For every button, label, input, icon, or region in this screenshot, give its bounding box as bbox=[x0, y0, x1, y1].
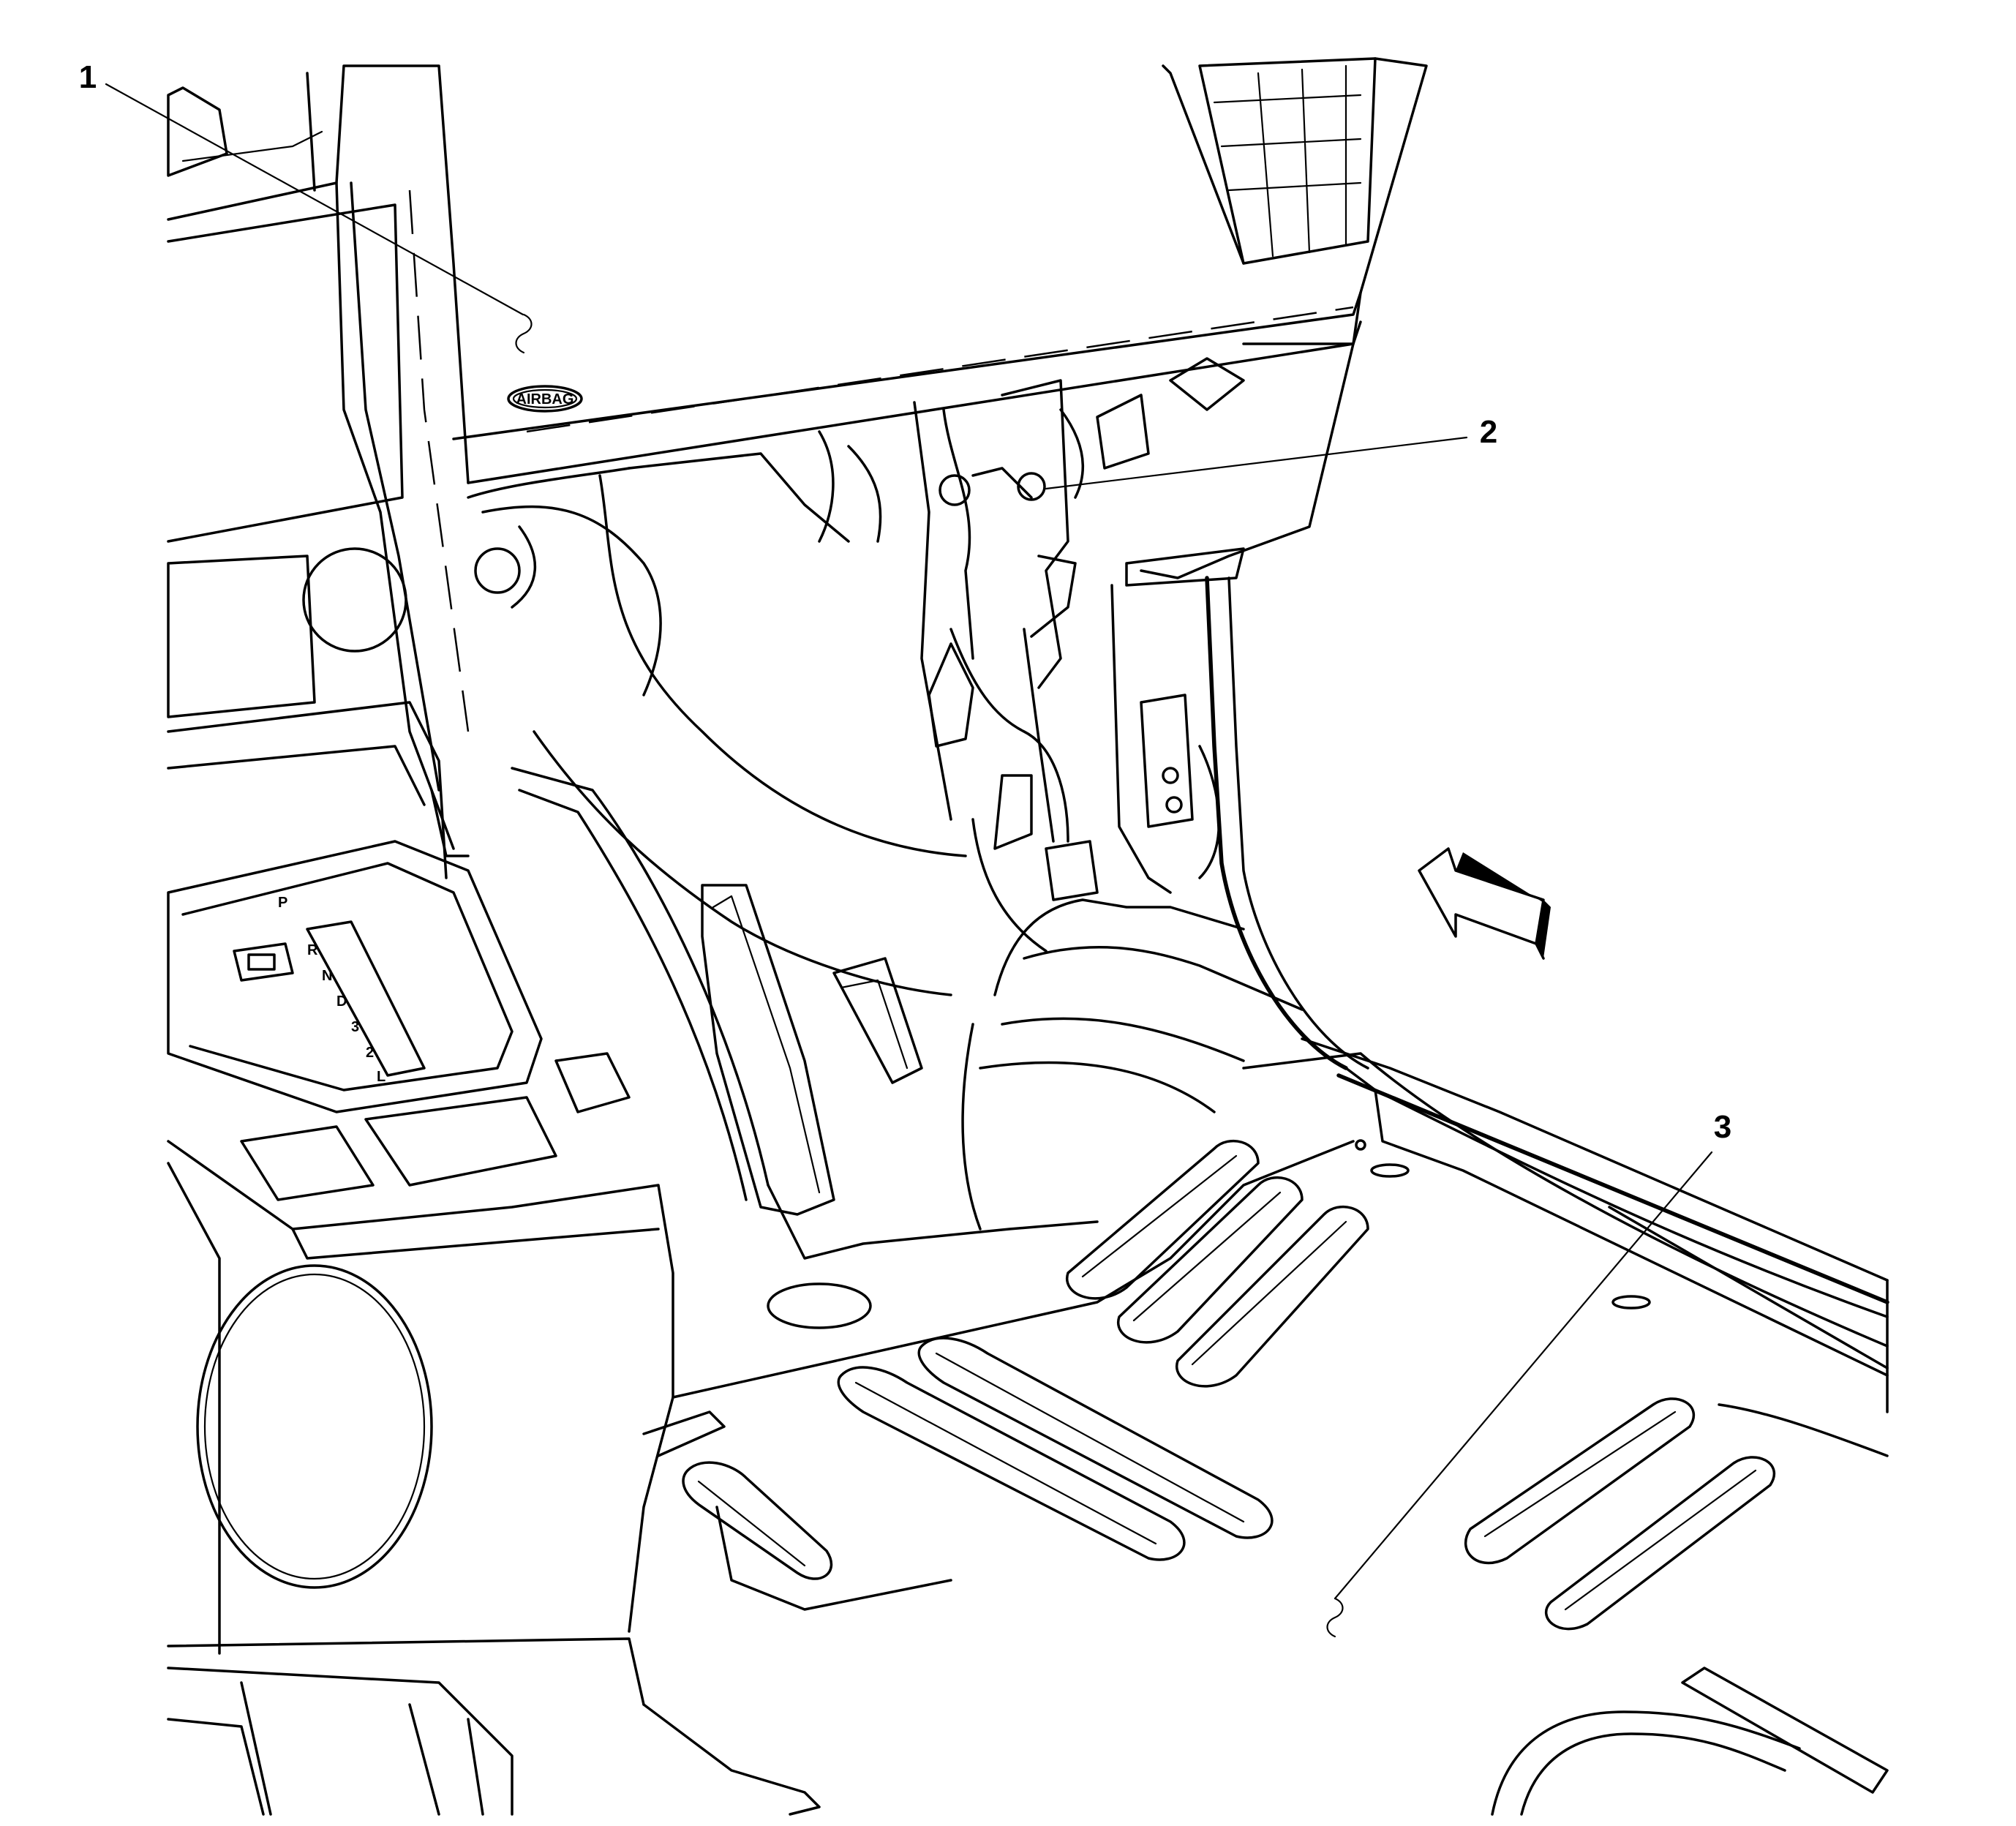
shifter-letters: P R N D 3 2 L bbox=[278, 895, 385, 1085]
forward-direction-arrow bbox=[1418, 847, 1551, 960]
floor-pan bbox=[511, 767, 1889, 1816]
callout-2-leader bbox=[1045, 436, 1468, 490]
airbag-badge: AIRBAG bbox=[507, 385, 583, 413]
shifter-letter-3: 3 bbox=[351, 1019, 359, 1035]
shifter-letter-p: P bbox=[278, 895, 287, 911]
shifter-letter-2: 2 bbox=[366, 1045, 374, 1061]
gear-selector: P R N D 3 2 L bbox=[167, 840, 543, 1113]
shifter-letter-n: N bbox=[322, 968, 332, 984]
airbag-badge-text: AIRBAG bbox=[516, 391, 574, 407]
fastener-hole bbox=[1017, 472, 1046, 501]
callout-1-break-mark bbox=[515, 313, 533, 354]
kick-panel bbox=[1001, 342, 1369, 1070]
callout-3: 3 bbox=[1326, 1109, 1731, 1638]
callout-1: 1 bbox=[79, 59, 533, 354]
callout-1-number: 1 bbox=[79, 59, 97, 95]
center-tunnel bbox=[467, 401, 1099, 996]
instrument-panel: AIRBAG bbox=[167, 57, 1428, 850]
callout-3-number: 3 bbox=[1714, 1109, 1731, 1145]
center-stack: P R N D 3 2 L bbox=[167, 86, 674, 1816]
callout-3-break-mark bbox=[1326, 1597, 1344, 1638]
callout-2: 2 bbox=[1045, 414, 1497, 490]
callout-1-leader bbox=[105, 83, 524, 316]
shifter-letter-d: D bbox=[336, 993, 347, 1010]
callout-3-leader bbox=[1334, 1151, 1713, 1600]
shifter-letter-r: R bbox=[307, 942, 318, 958]
callout-2-number: 2 bbox=[1480, 414, 1497, 450]
shifter-letter-l: L bbox=[377, 1069, 385, 1085]
